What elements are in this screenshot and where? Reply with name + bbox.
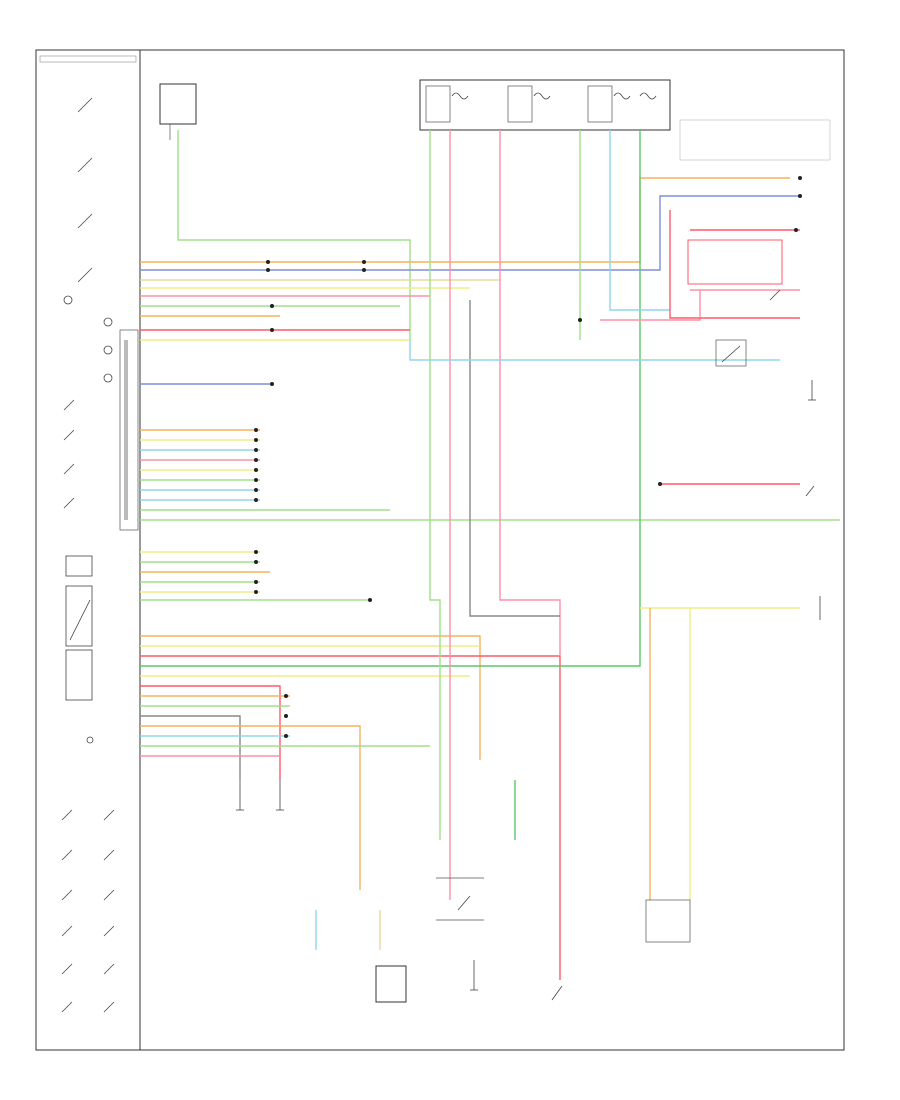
gauge-icon bbox=[77, 97, 93, 283]
instrument-cluster-panel bbox=[35, 49, 141, 1051]
fuse-icon bbox=[451, 92, 657, 100]
top-left-component bbox=[159, 83, 197, 140]
diagram-frame bbox=[35, 49, 845, 1051]
ground-symbol-icon bbox=[236, 380, 821, 991]
wires bbox=[140, 130, 840, 980]
indicator-lamp-icons bbox=[61, 295, 115, 1013]
switch-icon bbox=[457, 289, 815, 1001]
right-components bbox=[457, 119, 831, 1001]
fuse-box bbox=[419, 79, 671, 131]
bottom-components bbox=[375, 877, 691, 1003]
connector-dot-icon bbox=[254, 176, 802, 738]
